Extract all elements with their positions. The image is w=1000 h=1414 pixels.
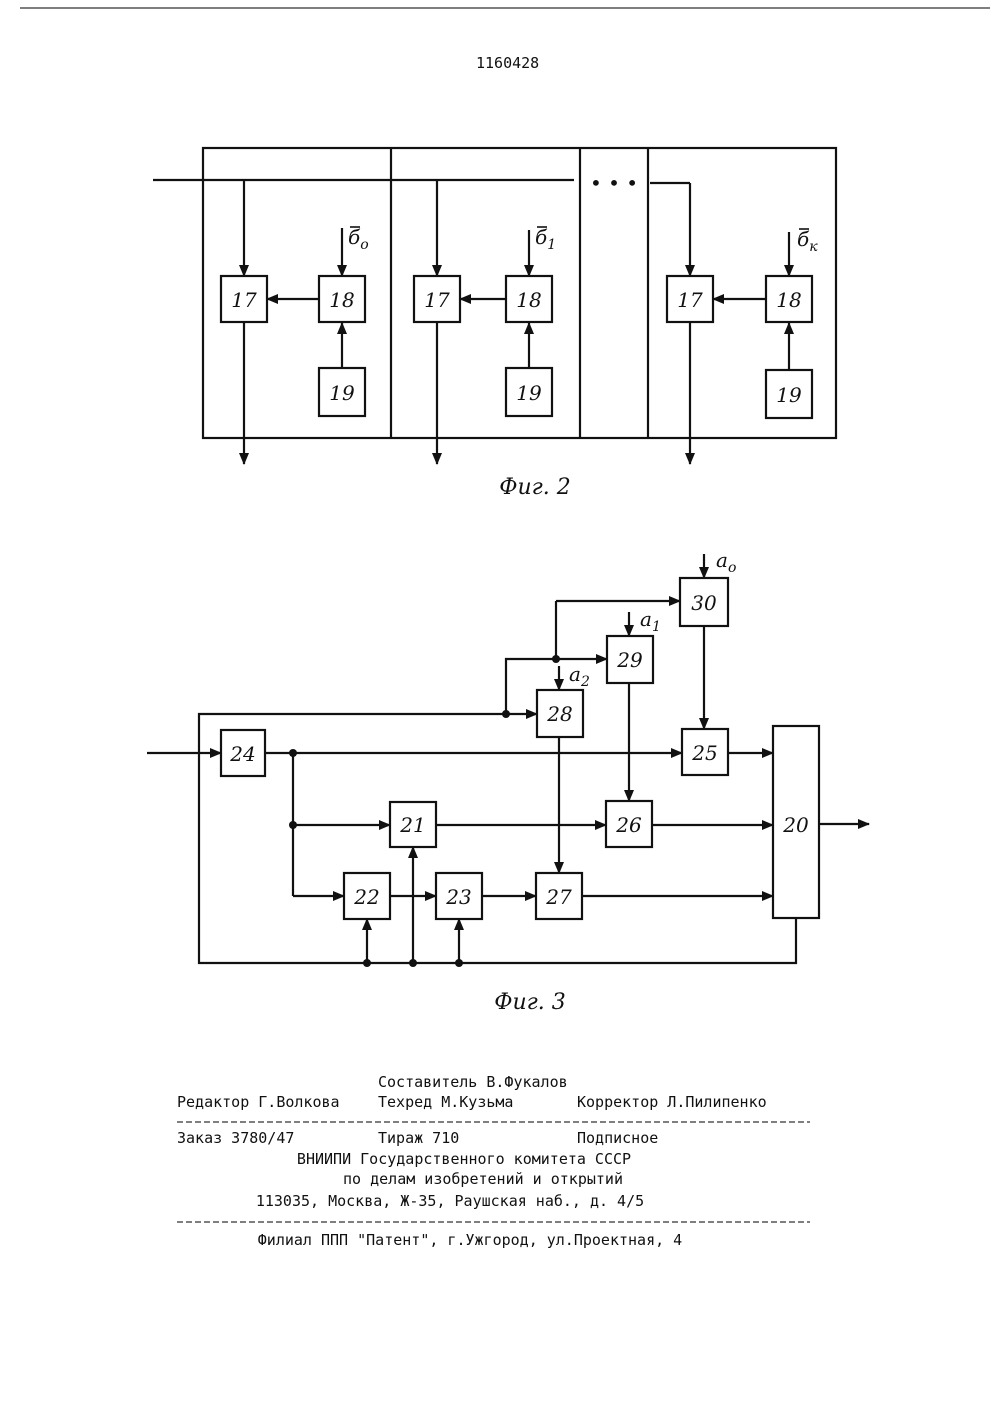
block-26-label: 26: [615, 813, 642, 837]
fig2-caption: Фиг. 2: [499, 475, 571, 500]
imprint-order: Заказ 3780/47: [177, 1129, 294, 1147]
input-a0-label: ao: [716, 548, 736, 576]
block-24-label: 24: [229, 742, 255, 766]
block-19-label: 19: [329, 381, 355, 405]
fig2-ellipsis: • • •: [590, 171, 638, 195]
imprint-corrector: Корректор Л.Пилипенко: [577, 1093, 767, 1111]
input-a1-label: a1: [640, 607, 661, 635]
input-b0-label: бo: [348, 225, 369, 253]
block-19-label: 19: [776, 383, 802, 407]
imprint-branch: Филиал ППП "Патент", г.Ужгород, ул.Проек…: [258, 1231, 682, 1249]
junction-dots: [289, 655, 560, 967]
imprint-techeditor: Техред М.Кузьма: [378, 1093, 513, 1111]
block-18-label: 18: [329, 288, 354, 312]
imprint-subscription: Подписное: [577, 1129, 658, 1147]
block-18-label: 18: [776, 288, 801, 312]
block-17-label: 17: [424, 288, 450, 312]
block-20-label: 20: [782, 813, 809, 837]
patent-number: 1160428: [476, 54, 539, 72]
block-17-label: 17: [231, 288, 257, 312]
imprint-compiler: Составитель В.Фукалов: [378, 1073, 568, 1091]
input-a2-label: a2: [569, 662, 590, 690]
fig3-caption: Фиг. 3: [494, 990, 566, 1015]
block-30-label: 30: [691, 591, 717, 615]
imprint-address: 113035, Москва, Ж-35, Раушская наб., д. …: [256, 1192, 644, 1210]
imprint-editor: Редактор Г.Волкова: [177, 1093, 340, 1111]
input-b1-label: б1: [535, 225, 556, 253]
imprint-circulation: Тираж 710: [378, 1129, 459, 1147]
imprint-committee: по делам изобретений и открытий: [343, 1170, 623, 1188]
imprint-org: ВНИИПИ Государственного комитета СССР: [297, 1150, 631, 1168]
block-22-label: 22: [353, 885, 379, 909]
block-29-label: 29: [616, 648, 643, 672]
imprint: Составитель В.Фукалов Редактор Г.Волкова…: [177, 1073, 810, 1249]
block-28-label: 28: [546, 702, 572, 726]
block-18-label: 18: [516, 288, 541, 312]
block-27-label: 27: [545, 885, 572, 909]
block-19-label: 19: [516, 381, 542, 405]
block-17-label: 17: [677, 288, 703, 312]
block-21-label: 21: [399, 813, 425, 837]
block-23-label: 23: [445, 885, 471, 909]
input-bk-label: бк: [797, 227, 818, 255]
block-25-label: 25: [691, 741, 717, 765]
